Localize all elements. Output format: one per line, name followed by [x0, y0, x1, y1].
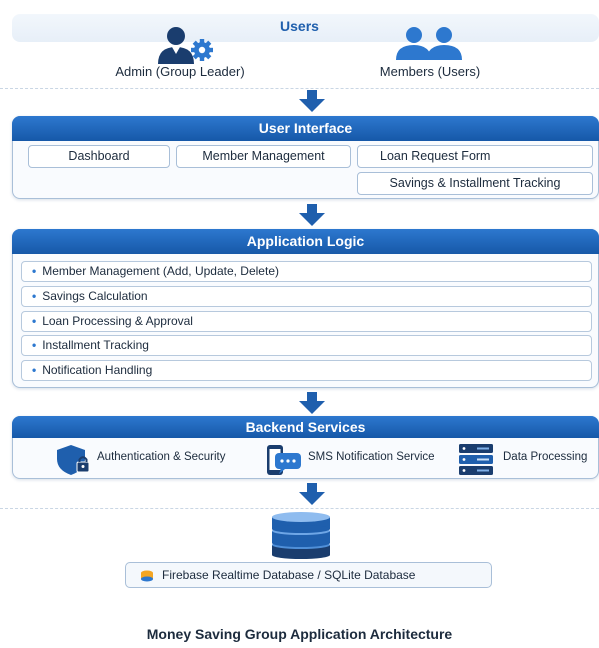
service-label-authentication: Authentication & Security — [97, 451, 226, 463]
logic-item: •Savings Calculation — [21, 286, 592, 307]
arrow-down-icon — [299, 90, 325, 112]
users-band — [12, 14, 599, 42]
members-group-icon — [396, 27, 462, 60]
service-label-sms: SMS Notification Service — [308, 451, 435, 463]
admin-label: Admin (Group Leader) — [115, 64, 245, 79]
database-icon — [272, 512, 330, 559]
ui-item-savings-tracking: Savings & Installment Tracking — [357, 172, 593, 195]
database-small-icon — [141, 570, 153, 582]
admin-gear-icon — [158, 27, 213, 64]
logic-item: •Member Management (Add, Update, Delete) — [21, 261, 592, 282]
logic-item-label: Member Management (Add, Update, Delete) — [42, 264, 279, 278]
logic-item: •Installment Tracking — [21, 335, 592, 356]
ui-item-dashboard: Dashboard — [28, 145, 170, 168]
ui-item-loan-request-form: Loan Request Form — [357, 145, 593, 168]
logic-item: •Loan Processing & Approval — [21, 311, 592, 332]
panel-title: User Interface — [12, 116, 599, 141]
arrow-down-icon — [299, 392, 325, 414]
logic-item-label: Installment Tracking — [42, 338, 149, 352]
arrow-down-icon — [299, 204, 325, 226]
members-label: Members (Users) — [379, 64, 481, 79]
service-label-data-processing: Data Processing — [503, 451, 588, 463]
users-title: Users — [280, 18, 319, 34]
divider — [0, 508, 599, 509]
application-logic-panel: Application Logic •Member Management (Ad… — [12, 229, 599, 388]
diagram-title: Money Saving Group Application Architect… — [146, 626, 453, 642]
user-interface-panel: User Interface Dashboard Member Manageme… — [12, 116, 599, 199]
logic-item-label: Notification Handling — [42, 363, 153, 377]
server-icon — [459, 444, 493, 475]
phone-sms-icon — [267, 445, 301, 475]
divider — [0, 88, 599, 89]
database-label: Firebase Realtime Database / SQLite Data… — [162, 568, 416, 582]
database-label-box: Firebase Realtime Database / SQLite Data… — [125, 562, 492, 588]
shield-lock-icon — [57, 445, 90, 475]
panel-title: Backend Services — [12, 416, 599, 438]
arrow-down-icon — [299, 483, 325, 505]
logic-item: •Notification Handling — [21, 360, 592, 381]
ui-item-member-management: Member Management — [176, 145, 351, 168]
panel-title: Application Logic — [12, 229, 599, 254]
logic-item-label: Loan Processing & Approval — [42, 314, 193, 328]
logic-item-label: Savings Calculation — [42, 289, 148, 303]
backend-services-panel: Backend Services Authentication & Securi… — [12, 416, 599, 479]
